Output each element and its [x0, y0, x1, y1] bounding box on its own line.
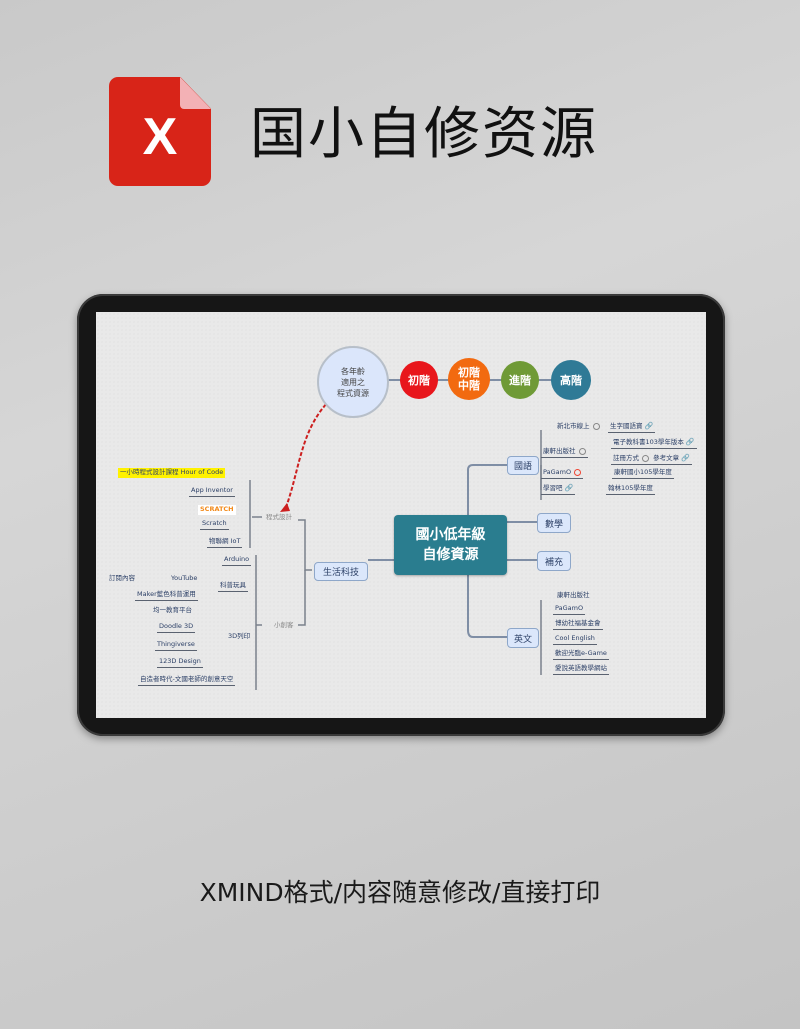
programming-item[interactable]: 一小時程式設計課程 Hour of Code: [118, 468, 226, 478]
maker-item[interactable]: 自造者時代-文國老師的創意天空: [138, 675, 236, 686]
english-item[interactable]: Cool English: [553, 634, 597, 645]
chinese-item[interactable]: 生字國語寶🔗: [608, 422, 656, 433]
level-beginner[interactable]: 初階: [400, 361, 438, 399]
branch-life-tech[interactable]: 生活科技: [314, 562, 368, 581]
maker-item[interactable]: 均一教育平台: [153, 606, 192, 614]
scratch-logo: SCRATCH: [198, 505, 236, 515]
subtopic-programming[interactable]: 程式設計: [266, 513, 292, 521]
logo-letter: X: [142, 108, 178, 166]
maker-item[interactable]: 123D Design: [157, 657, 203, 668]
chinese-item[interactable]: 新北市線上: [555, 422, 602, 432]
link-icon: 🔗: [685, 438, 695, 446]
chinese-item[interactable]: 電子教科書103學年版本🔗: [611, 438, 697, 449]
subtopic-maker[interactable]: 小創客: [274, 621, 294, 629]
link-icon: 🔗: [564, 484, 574, 492]
chinese-item[interactable]: 康軒出版社: [541, 447, 588, 458]
xmind-file-icon: X: [109, 77, 211, 186]
branch-chinese[interactable]: 國語: [507, 456, 539, 475]
english-item[interactable]: 博幼社福基金會: [553, 619, 603, 630]
page-title: 国小自修资源: [250, 102, 598, 167]
level-expert[interactable]: 高階: [551, 360, 591, 400]
maker-item[interactable]: 3D列印: [228, 632, 251, 640]
branch-math[interactable]: 數學: [537, 513, 571, 533]
age-note-node[interactable]: 各年齡 適用之 程式資源: [317, 346, 389, 418]
chinese-item[interactable]: PaGamO: [541, 468, 584, 479]
english-item[interactable]: 康軒出版社: [557, 591, 590, 599]
maker-item[interactable]: Maker藍色科普運用: [135, 590, 198, 601]
chinese-item[interactable]: 註冊方式 參考文章🔗: [611, 454, 692, 465]
chinese-item[interactable]: 翰林105學年度: [606, 484, 655, 495]
programming-item[interactable]: Scratch: [200, 519, 229, 530]
link-icon: 🔗: [644, 422, 654, 430]
maker-item[interactable]: 科普玩具: [218, 581, 248, 592]
branch-english[interactable]: 英文: [507, 628, 539, 648]
chinese-item[interactable]: 學習吧🔗: [541, 484, 576, 495]
maker-item[interactable]: YouTube: [171, 574, 198, 582]
level-beginner-intermediate[interactable]: 初階 中階: [448, 358, 490, 400]
english-item[interactable]: 愛說英語教學網站: [553, 664, 609, 675]
programming-item[interactable]: App Inventor: [189, 486, 235, 497]
maker-item[interactable]: Doodle 3D: [157, 622, 196, 633]
maker-item[interactable]: 訂閱內容: [109, 574, 135, 582]
branch-supplement[interactable]: 補充: [537, 551, 571, 571]
level-advanced[interactable]: 進階: [501, 361, 539, 399]
maker-item[interactable]: Arduino: [222, 555, 252, 566]
english-item[interactable]: 歡迎光臨e-Game: [553, 649, 609, 660]
english-item[interactable]: PaGamO: [553, 604, 586, 615]
programming-item[interactable]: 物聯網 IoT: [207, 537, 243, 548]
maker-item[interactable]: Thingiverse: [155, 640, 197, 651]
central-topic[interactable]: 國小低年級 自修資源: [394, 515, 507, 575]
footer-caption: XMIND格式/内容随意修改/直接打印: [199, 878, 601, 907]
chinese-item[interactable]: 康軒國小105學年度: [612, 468, 674, 479]
link-icon: 🔗: [681, 454, 690, 462]
